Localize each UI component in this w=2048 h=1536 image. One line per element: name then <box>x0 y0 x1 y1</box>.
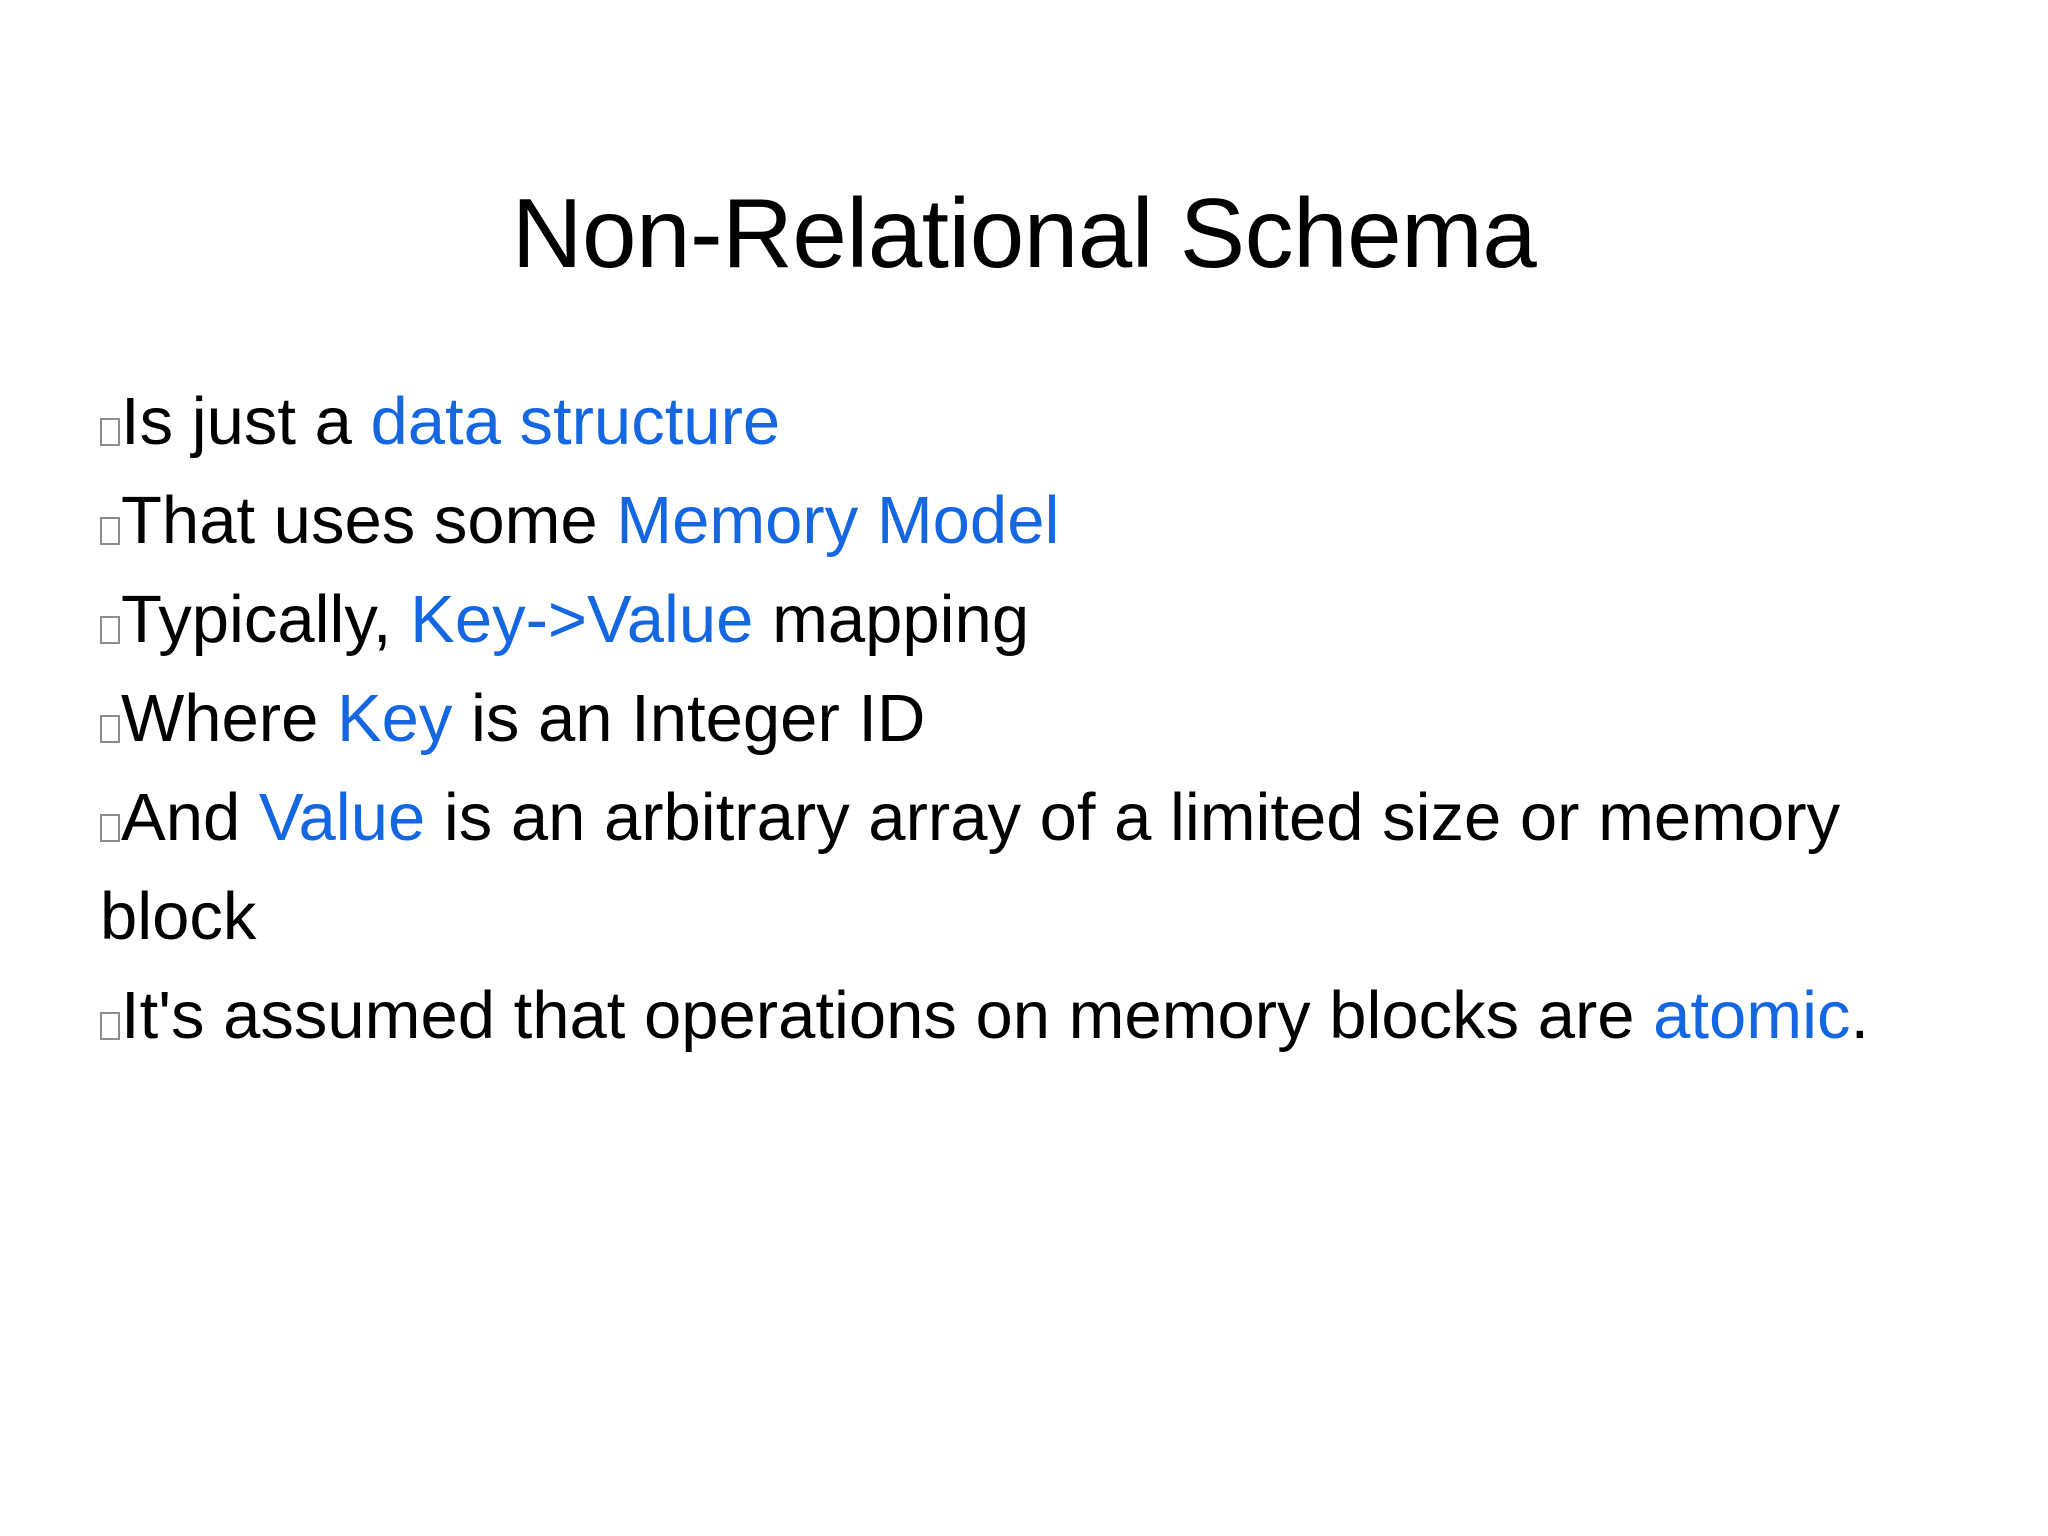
bullet-text: And <box>121 780 259 855</box>
bullet-text: is an arbitrary array of a limited size … <box>100 780 1841 954</box>
bullet-text: is an Integer ID <box>452 681 926 756</box>
bullet-missing-glyph-icon <box>100 616 120 644</box>
bullet-text: mapping <box>753 582 1030 657</box>
list-item: Where Key is an Integer ID <box>100 669 1980 768</box>
bullet-text: That uses some <box>121 483 617 558</box>
highlighted-term: Memory Model <box>616 483 1060 558</box>
bullet-text: Is just a <box>121 384 371 459</box>
list-item: That uses some Memory Model <box>100 471 1980 570</box>
list-item: Is just a data structure <box>100 372 1980 471</box>
list-item: Typically, Key->Value mapping <box>100 570 1980 669</box>
bullet-missing-glyph-icon <box>100 1012 120 1040</box>
bullet-text: It's assumed that operations on memory b… <box>121 978 1654 1053</box>
bullet-missing-glyph-icon <box>100 418 120 446</box>
list-item: It's assumed that operations on memory b… <box>100 966 1980 1065</box>
bullet-missing-glyph-icon <box>100 517 120 545</box>
bullet-text: Typically, <box>121 582 411 657</box>
highlighted-term: Key->Value <box>410 582 754 657</box>
bullet-text: Where <box>121 681 337 756</box>
bullet-missing-glyph-icon <box>100 814 120 842</box>
bullet-text: . <box>1850 978 1870 1053</box>
highlighted-term: data structure <box>370 384 781 459</box>
bullet-missing-glyph-icon <box>100 715 120 743</box>
highlighted-term: atomic <box>1653 978 1851 1053</box>
highlighted-term: Value <box>258 780 426 855</box>
highlighted-term: Key <box>336 681 453 756</box>
page-title: Non-Relational Schema <box>511 177 1537 288</box>
list-item: And Value is an arbitrary array of a lim… <box>100 768 1980 966</box>
